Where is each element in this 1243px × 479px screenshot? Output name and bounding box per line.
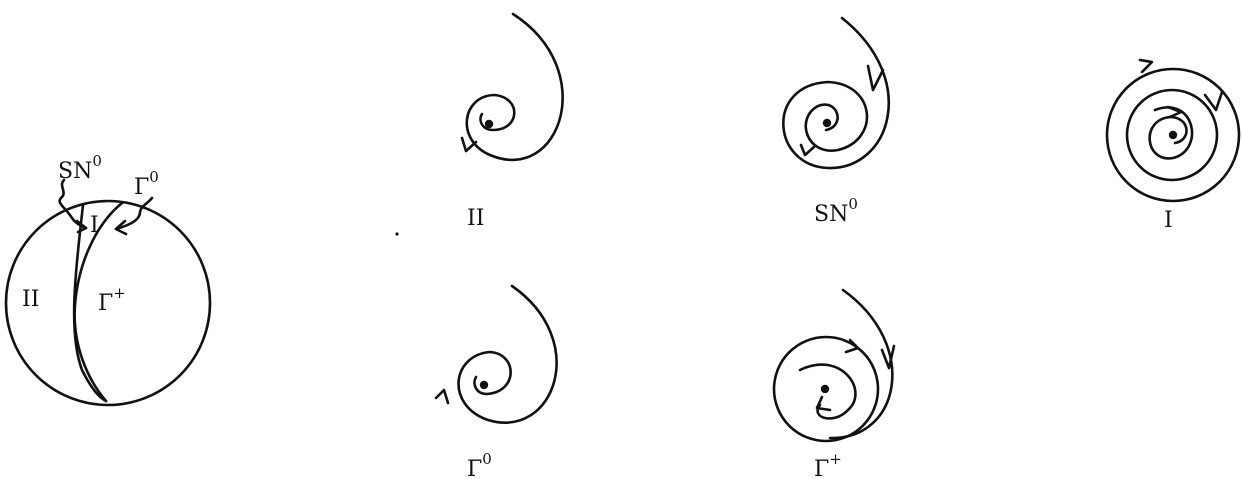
portrait-SN0: SN0 [782, 16, 891, 227]
gamma-plus-label: Γ+ [98, 284, 126, 316]
outer-orbit [828, 288, 894, 440]
orbit-arrowhead [799, 143, 816, 157]
cycle-arrowhead [1203, 90, 1224, 112]
spiral-orbit [465, 12, 564, 162]
orbit-arrowhead [434, 388, 450, 405]
sphere-outline [4, 199, 212, 407]
equilibrium-point [822, 118, 832, 128]
orbit-arrowhead [460, 136, 478, 153]
sn-zero-curve [72, 203, 108, 403]
gamma-zero-curve [73, 201, 124, 403]
gamma-zero-label: Γ0 [134, 168, 159, 200]
equilibrium-point [479, 380, 489, 390]
stray-dot [395, 232, 399, 236]
spiral-arrowhead [1166, 105, 1183, 119]
spiral-arrowhead [815, 395, 832, 412]
portrait-II: II [460, 12, 564, 231]
portrait-Gamma0: Γ0 [434, 284, 558, 479]
portrait-I: I [1105, 58, 1241, 233]
portrait-label: SN0 [814, 195, 858, 227]
gamma-zero-pointer-arrowhead [114, 219, 128, 236]
sn-zero-label: SN0 [58, 152, 102, 184]
equilibrium-point [820, 384, 830, 394]
sn-zero-pointer-arrowhead [75, 219, 88, 234]
sn-zero-pointer [58, 178, 88, 230]
limit-cycle [772, 335, 880, 443]
inner-spiral [1148, 106, 1194, 160]
portrait-label: II [467, 206, 484, 231]
portrait-GammaPlus: Γ+ [772, 288, 896, 479]
middle-cycle [1125, 88, 1219, 182]
region-sphere-diagram: SN0 Γ0 I II Γ+ [4, 152, 212, 407]
spiral-orbit [457, 284, 558, 424]
portrait-label: Γ+ [814, 450, 842, 479]
orbit-arrowhead [866, 64, 885, 92]
cycle-arrowhead [844, 338, 860, 354]
gamma-zero-pointer [114, 196, 154, 231]
cycle-arrowhead [1138, 58, 1154, 74]
equilibrium-point [484, 119, 494, 129]
orbit-arrowhead [880, 344, 896, 370]
spiral-orbit [782, 16, 891, 170]
region-two-label: II [22, 287, 39, 312]
outer-cycle [1105, 67, 1241, 203]
equilibrium-point [1168, 130, 1178, 140]
portrait-label: Γ0 [467, 450, 492, 479]
inner-spiral [798, 363, 857, 420]
portrait-label: I [1164, 208, 1173, 233]
region-one-label: I [90, 213, 99, 238]
